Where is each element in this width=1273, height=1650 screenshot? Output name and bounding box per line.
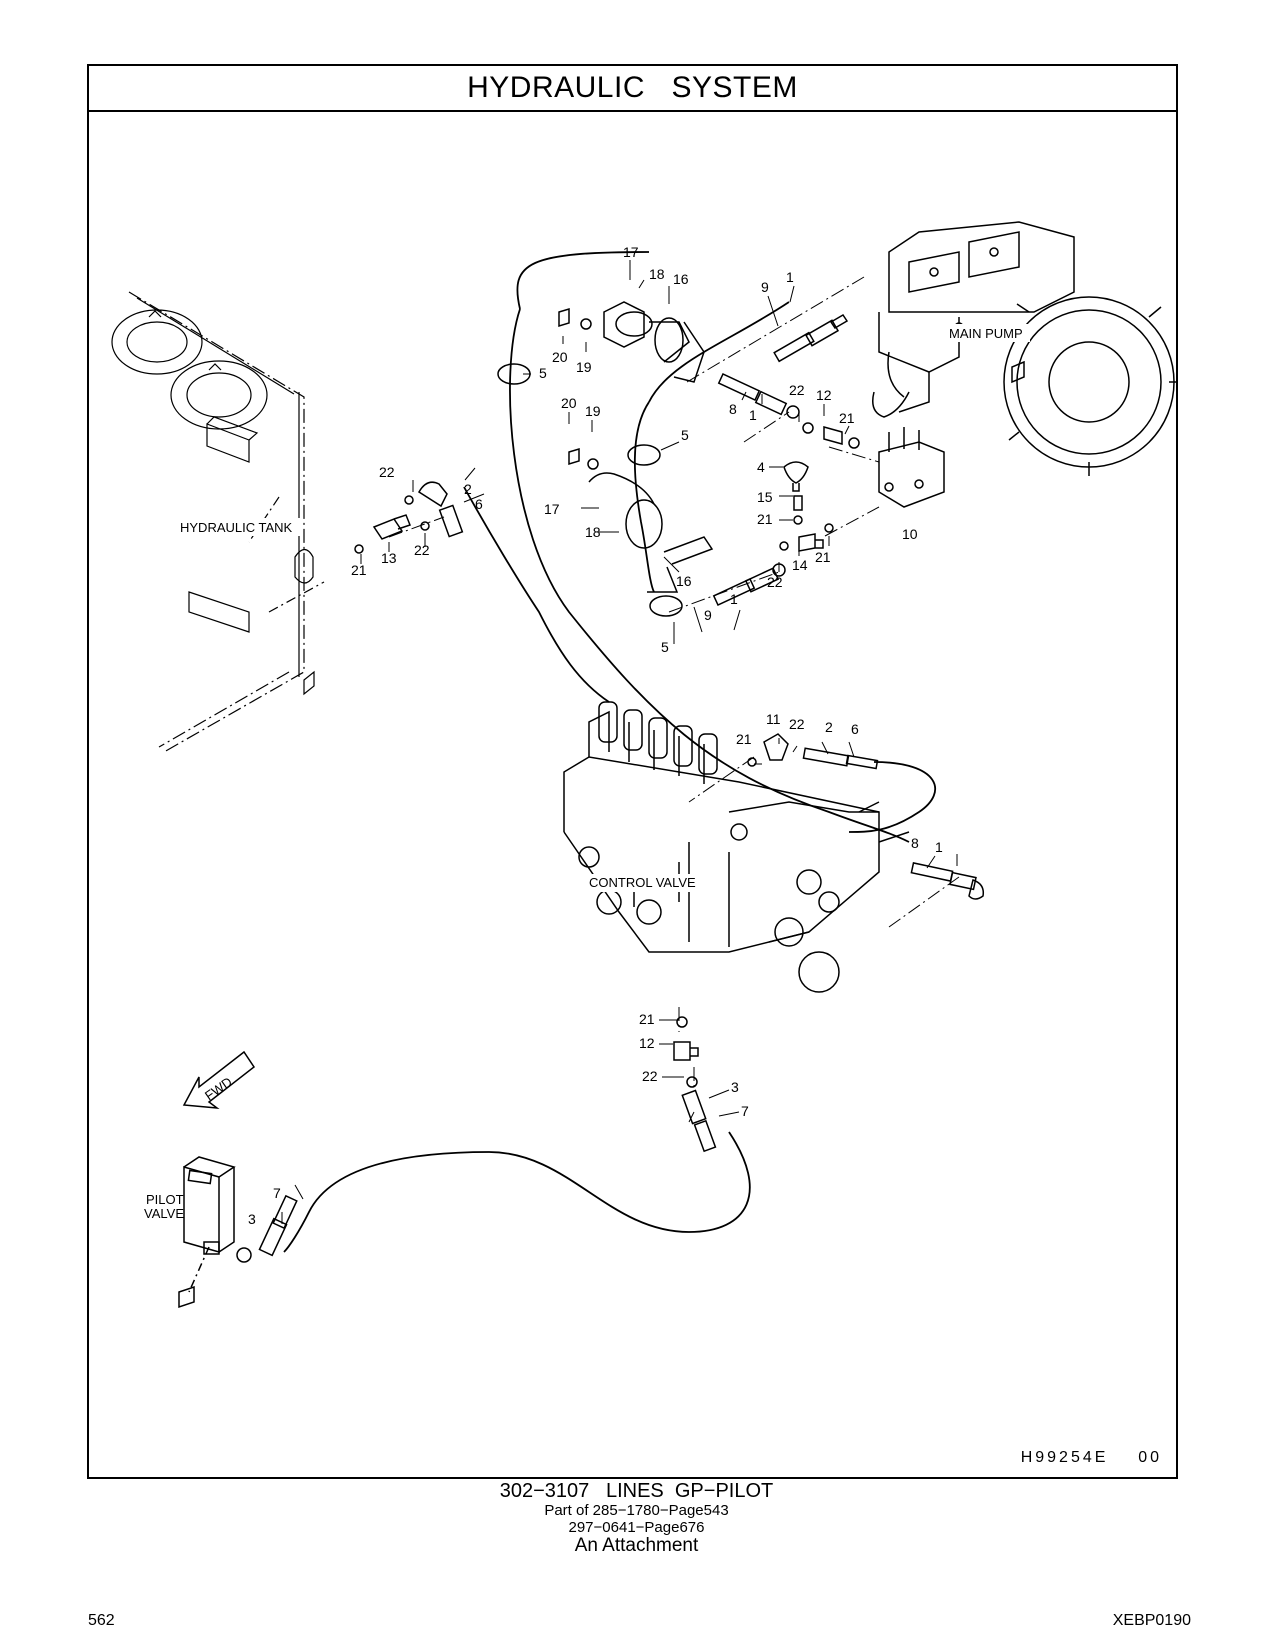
callout-2: 2: [464, 481, 472, 497]
callout-22: 22: [414, 542, 430, 558]
callout-1: 1: [749, 407, 757, 423]
callout-6: 6: [851, 721, 859, 737]
callout-21: 21: [757, 511, 773, 527]
callout-4: 4: [757, 459, 765, 475]
diagram-frame: HYDRAULIC SYSTEM: [87, 64, 1178, 1479]
callout-9: 9: [704, 607, 712, 623]
pilot-valve-label-line2: VALVE: [144, 1206, 184, 1221]
doc-id: XEBP0190: [1112, 1612, 1191, 1629]
callout-17: 17: [544, 501, 560, 517]
callout-14: 14: [792, 557, 808, 573]
callout-19: 19: [576, 359, 592, 375]
diagram-svg: MAIN PUMP HYDRAULIC TANK CONTROL VALVE P…: [111, 221, 1176, 1309]
control-valve-drawing: [563, 701, 910, 993]
hoses: [283, 251, 937, 1253]
callout-12: 12: [639, 1035, 655, 1051]
callout-1: 1: [786, 269, 794, 285]
callout-numbers: 17 18 16 20 19 5 9 1 8 1 22 12 21 20 19 …: [248, 244, 943, 1227]
callout-7: 7: [273, 1185, 281, 1201]
callout-8: 8: [729, 401, 737, 417]
hydraulic-tank-label: HYDRAULIC TANK: [180, 520, 293, 535]
callout-3: 3: [731, 1079, 739, 1095]
hydraulic-tank-drawing: [111, 291, 325, 753]
callout-22: 22: [789, 382, 805, 398]
callout-2: 2: [825, 719, 833, 735]
callout-5: 5: [661, 639, 669, 655]
fittings: [236, 313, 985, 1263]
centerlines: [388, 276, 960, 1123]
callout-11: 11: [766, 711, 781, 727]
callout-10: 10: [902, 526, 918, 542]
callout-22: 22: [789, 716, 805, 732]
title-bar: HYDRAULIC SYSTEM: [89, 66, 1176, 112]
callout-20: 20: [561, 395, 577, 411]
main-pump-drawing: [872, 221, 1176, 476]
component-labels: MAIN PUMP HYDRAULIC TANK CONTROL VALVE P…: [144, 324, 1030, 1221]
callout-1: 1: [730, 591, 738, 607]
exploded-diagram: MAIN PUMP HYDRAULIC TANK CONTROL VALVE P…: [89, 112, 1176, 1477]
callout-21: 21: [815, 549, 831, 565]
callout-6: 6: [475, 496, 483, 512]
callout-21: 21: [639, 1011, 655, 1027]
callout-20: 20: [552, 349, 568, 365]
leader-lines: [281, 260, 958, 1224]
caption-attachment: An Attachment: [574, 1535, 699, 1556]
callout-16: 16: [673, 271, 689, 287]
page-title: HYDRAULIC SYSTEM: [467, 71, 798, 104]
pilot-valve-label-line1: PILOT: [146, 1192, 184, 1207]
caption-part-of: Part of 285−1780−Page543: [544, 1502, 729, 1519]
caption-main: 302−3107 LINES GP−PILOT: [499, 1480, 774, 1502]
clamps: [497, 301, 714, 617]
callout-21: 21: [839, 410, 855, 426]
page-number: 562: [88, 1612, 115, 1629]
caption: 302−3107 LINES GP−PILOT Part of 285−1780…: [0, 1480, 1273, 1556]
fwd-arrow: [182, 1050, 256, 1109]
callout-7: 7: [741, 1103, 749, 1119]
callout-16: 16: [676, 573, 692, 589]
callout-5: 5: [539, 365, 547, 381]
callout-15: 15: [757, 489, 773, 505]
callout-17: 17: [623, 244, 639, 260]
callout-22: 22: [767, 574, 783, 590]
callout-22: 22: [379, 464, 395, 480]
callout-13: 13: [381, 550, 397, 566]
callout-19: 19: [585, 403, 601, 419]
pilot-valve-drawing: [178, 1156, 236, 1309]
callout-21: 21: [351, 562, 367, 578]
callout-21: 21: [736, 731, 752, 747]
callout-22: 22: [642, 1068, 658, 1084]
main-pump-label: MAIN PUMP: [949, 326, 1023, 341]
callout-8: 8: [911, 835, 919, 851]
callout-18: 18: [649, 266, 665, 282]
caption-ref: 297−0641−Page676: [568, 1519, 705, 1536]
control-valve-label: CONTROL VALVE: [589, 875, 696, 890]
drawing-id: H99254E 00: [1020, 1449, 1162, 1466]
callout-5: 5: [681, 427, 689, 443]
callout-1: 1: [935, 839, 943, 855]
callout-3: 3: [248, 1211, 256, 1227]
callout-18: 18: [585, 524, 601, 540]
fwd-label: FWD: [202, 1074, 235, 1103]
callout-12: 12: [816, 387, 832, 403]
callout-9: 9: [761, 279, 769, 295]
